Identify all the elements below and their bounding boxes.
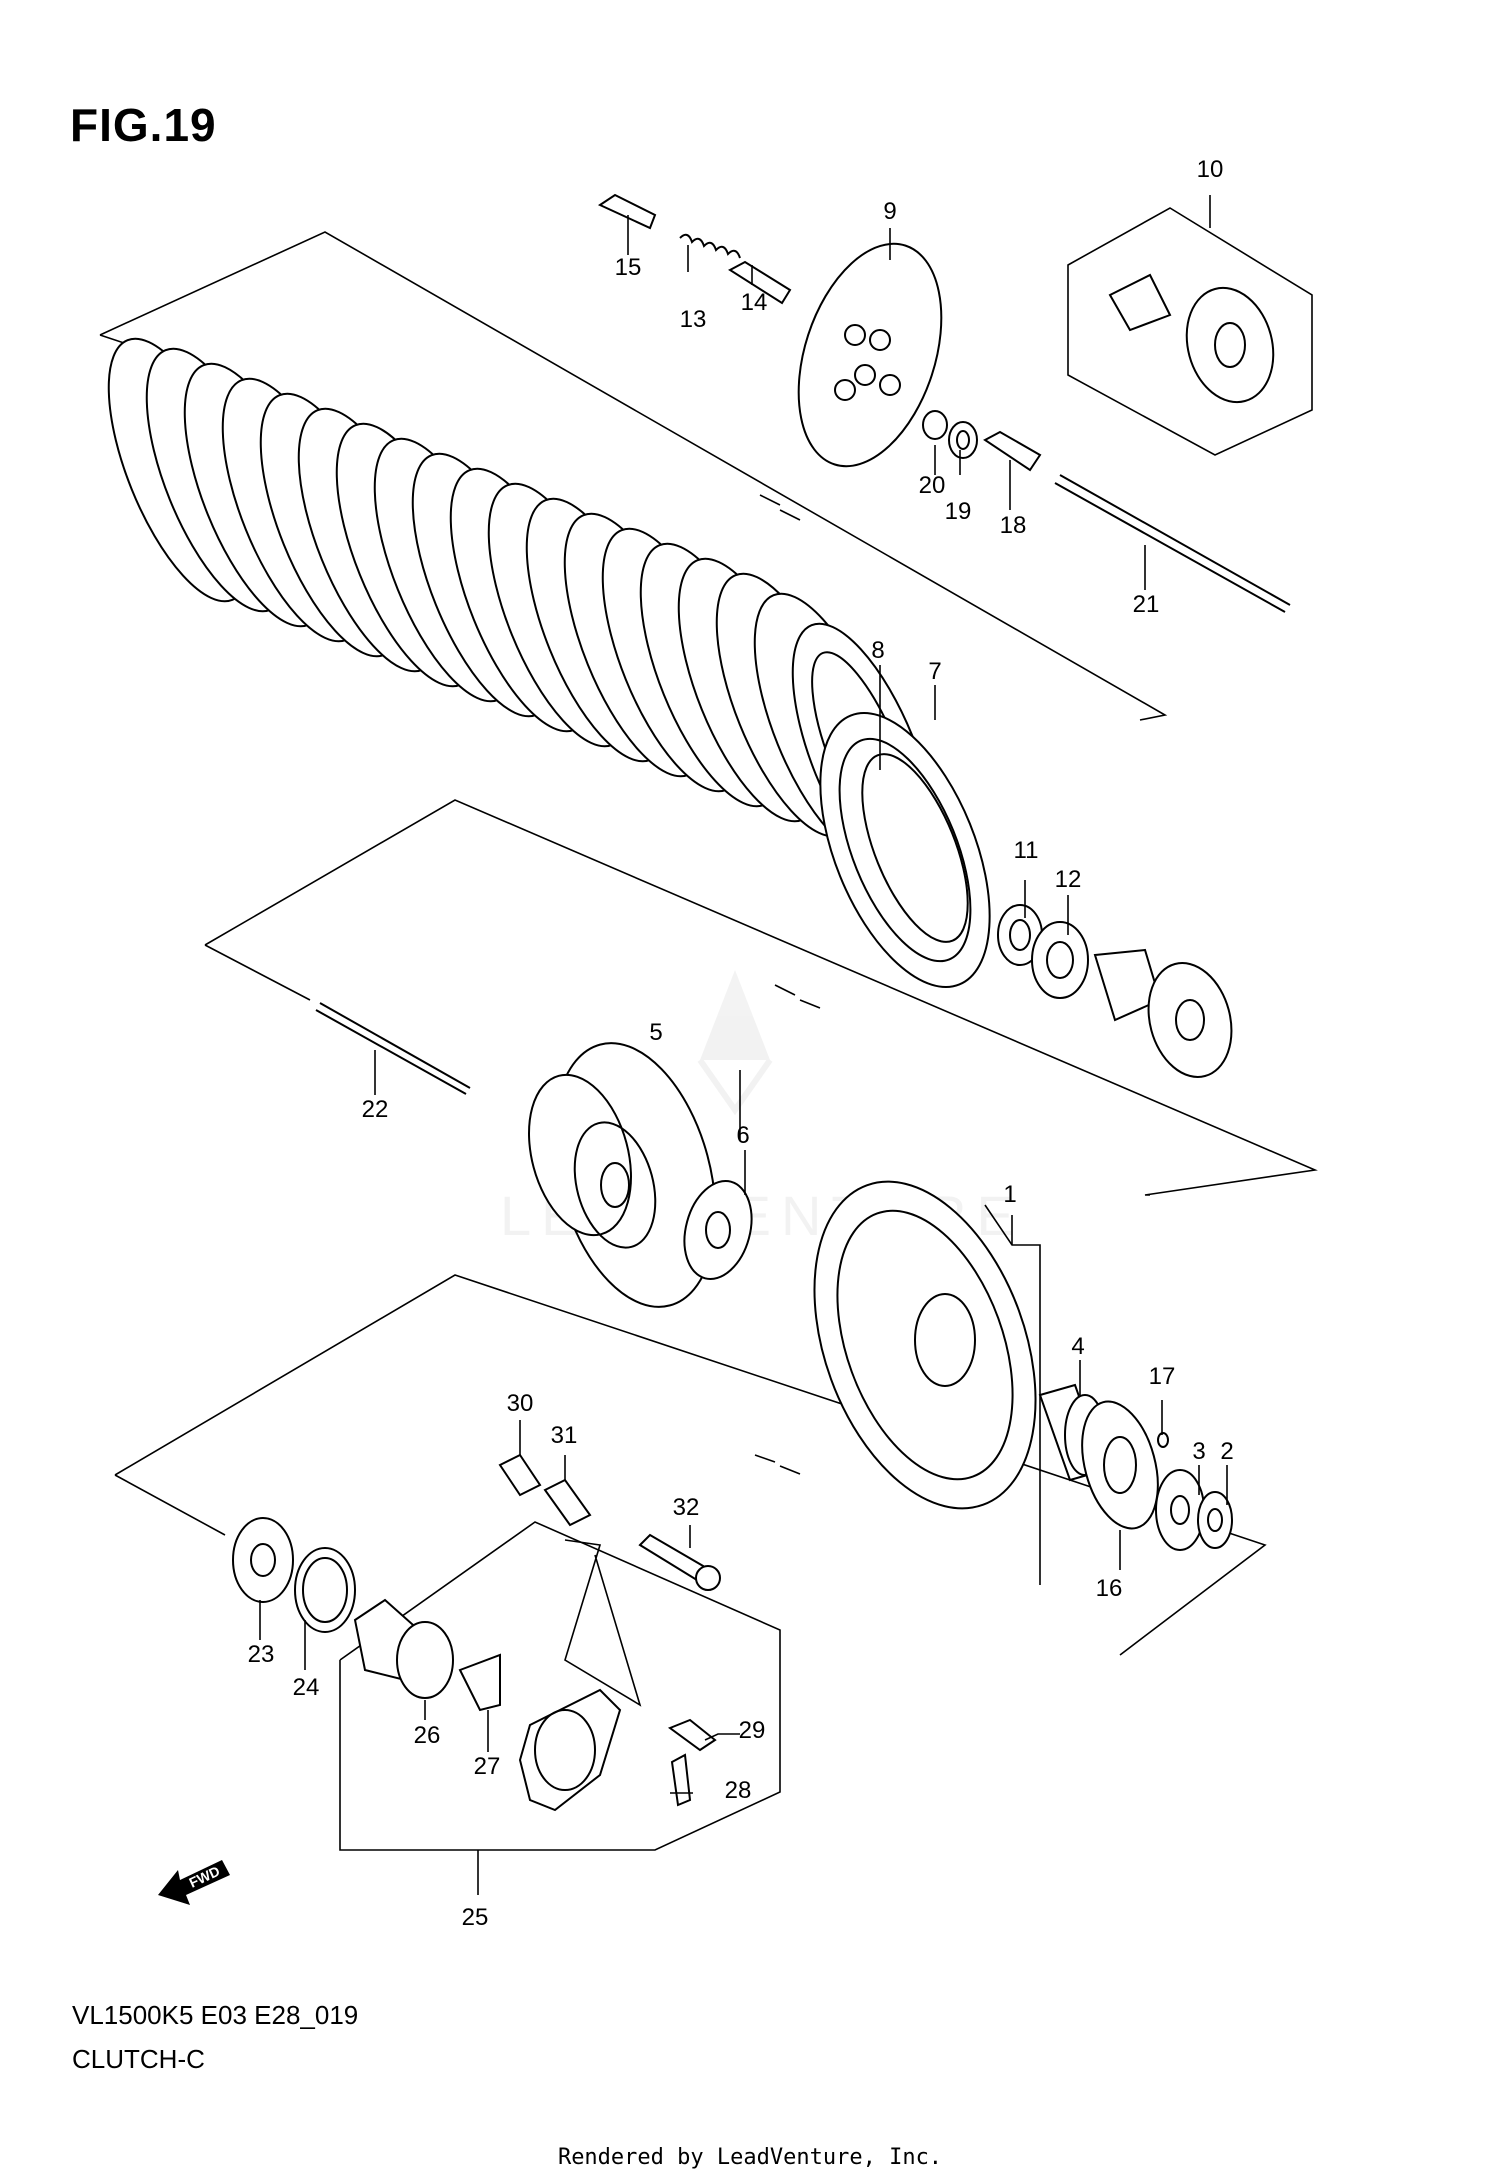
- figure-title: FIG.19: [70, 99, 217, 151]
- group-outline-hub-kit: [1067, 207, 1313, 456]
- callout-10: 10: [1196, 156, 1224, 183]
- callout-32: 32: [672, 1494, 700, 1521]
- dowels-and-bolt: [498, 1453, 721, 1591]
- callout-16: 16: [1095, 1575, 1123, 1602]
- model-code: VL1500K5 E03 E28_019: [72, 2000, 359, 2030]
- clutch-plate-stack: [107, 337, 937, 888]
- clutch-housing: [813, 1180, 1037, 1510]
- callout-21: 21: [1132, 591, 1160, 618]
- callout-22: 22: [361, 1096, 389, 1123]
- callout-25: 25: [461, 1904, 489, 1931]
- bearing-push-piece: [922, 410, 1042, 472]
- clutch-sleeve-hub: [819, 712, 991, 988]
- callout-26: 26: [413, 1722, 441, 1749]
- callout-23: 23: [247, 1641, 275, 1668]
- callout-12: 12: [1054, 866, 1082, 893]
- group-outline-middle: [204, 799, 1318, 1196]
- cap-and-bleeder: [667, 1718, 717, 1807]
- callout-6: 6: [736, 1122, 750, 1149]
- callout-17: 17: [1148, 1363, 1176, 1390]
- callout-18: 18: [999, 512, 1027, 539]
- callout-9: 9: [883, 198, 897, 225]
- oil-seal-and-ring: [232, 1517, 356, 1633]
- section-name: CLUTCH-C: [72, 2044, 205, 2074]
- callout-13: 13: [679, 306, 707, 333]
- callout-31: 31: [550, 1422, 578, 1449]
- group-outline-cylinder-kit: [339, 1521, 781, 1851]
- callout-27: 27: [473, 1753, 501, 1780]
- callout-24: 24: [292, 1674, 320, 1701]
- callout-5: 5: [649, 1019, 663, 1046]
- callout-14: 14: [740, 289, 768, 316]
- hub-kit-parts: [1108, 273, 1275, 404]
- push-rod-upper: [1059, 474, 1291, 606]
- pin: [1157, 1432, 1169, 1448]
- callout-8: 8: [871, 637, 885, 664]
- leader-lines: [259, 195, 1228, 1895]
- callout-30: 30: [506, 1390, 534, 1417]
- lock-nut-and-washer: [997, 904, 1233, 1078]
- callout-28: 28: [724, 1777, 752, 1804]
- push-rod-lower: [319, 1002, 471, 1089]
- rendered-by-credit: Rendered by LeadVenture, Inc.: [557, 2145, 943, 2170]
- callout-7: 7: [928, 658, 942, 685]
- callout-15: 15: [614, 254, 642, 281]
- bolt-spring-guide: [597, 193, 792, 305]
- thrust-washer: [683, 1179, 753, 1281]
- forward-arrow-icon: FWD: [158, 1860, 230, 1905]
- callout-20: 20: [918, 472, 946, 499]
- drive-gear: [528, 1042, 717, 1308]
- washer-and-nut: [1155, 1469, 1233, 1551]
- callout-3: 3: [1192, 1438, 1206, 1465]
- release-cylinder-body: [518, 1539, 642, 1812]
- primary-gear: [1081, 1400, 1159, 1530]
- callout-11: 11: [1013, 837, 1039, 864]
- pressure-plate: [797, 242, 943, 468]
- callout-29: 29: [738, 1717, 766, 1744]
- callout-19: 19: [944, 498, 972, 525]
- callout-2: 2: [1220, 1438, 1234, 1465]
- callout-4: 4: [1071, 1333, 1085, 1360]
- callout-1: 1: [1003, 1181, 1017, 1208]
- piston-and-spring: [353, 1598, 501, 1712]
